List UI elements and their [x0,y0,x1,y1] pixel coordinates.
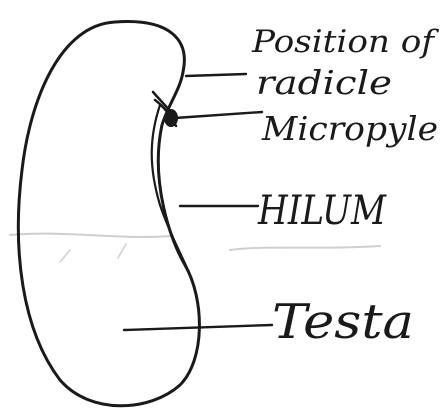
label-position-of: Position of [251,24,440,60]
label-radicle: radicle [256,63,392,102]
label-micropyle: Micropyle [261,109,438,148]
label-hilum: HILUM [257,188,387,234]
leader-line-radicle [186,74,246,76]
label-testa: Testa [272,294,414,350]
paper-show-through [10,234,380,262]
leader-line-micropyle [175,112,262,118]
seed-outline [18,22,199,406]
radicle-ridge [152,105,190,275]
